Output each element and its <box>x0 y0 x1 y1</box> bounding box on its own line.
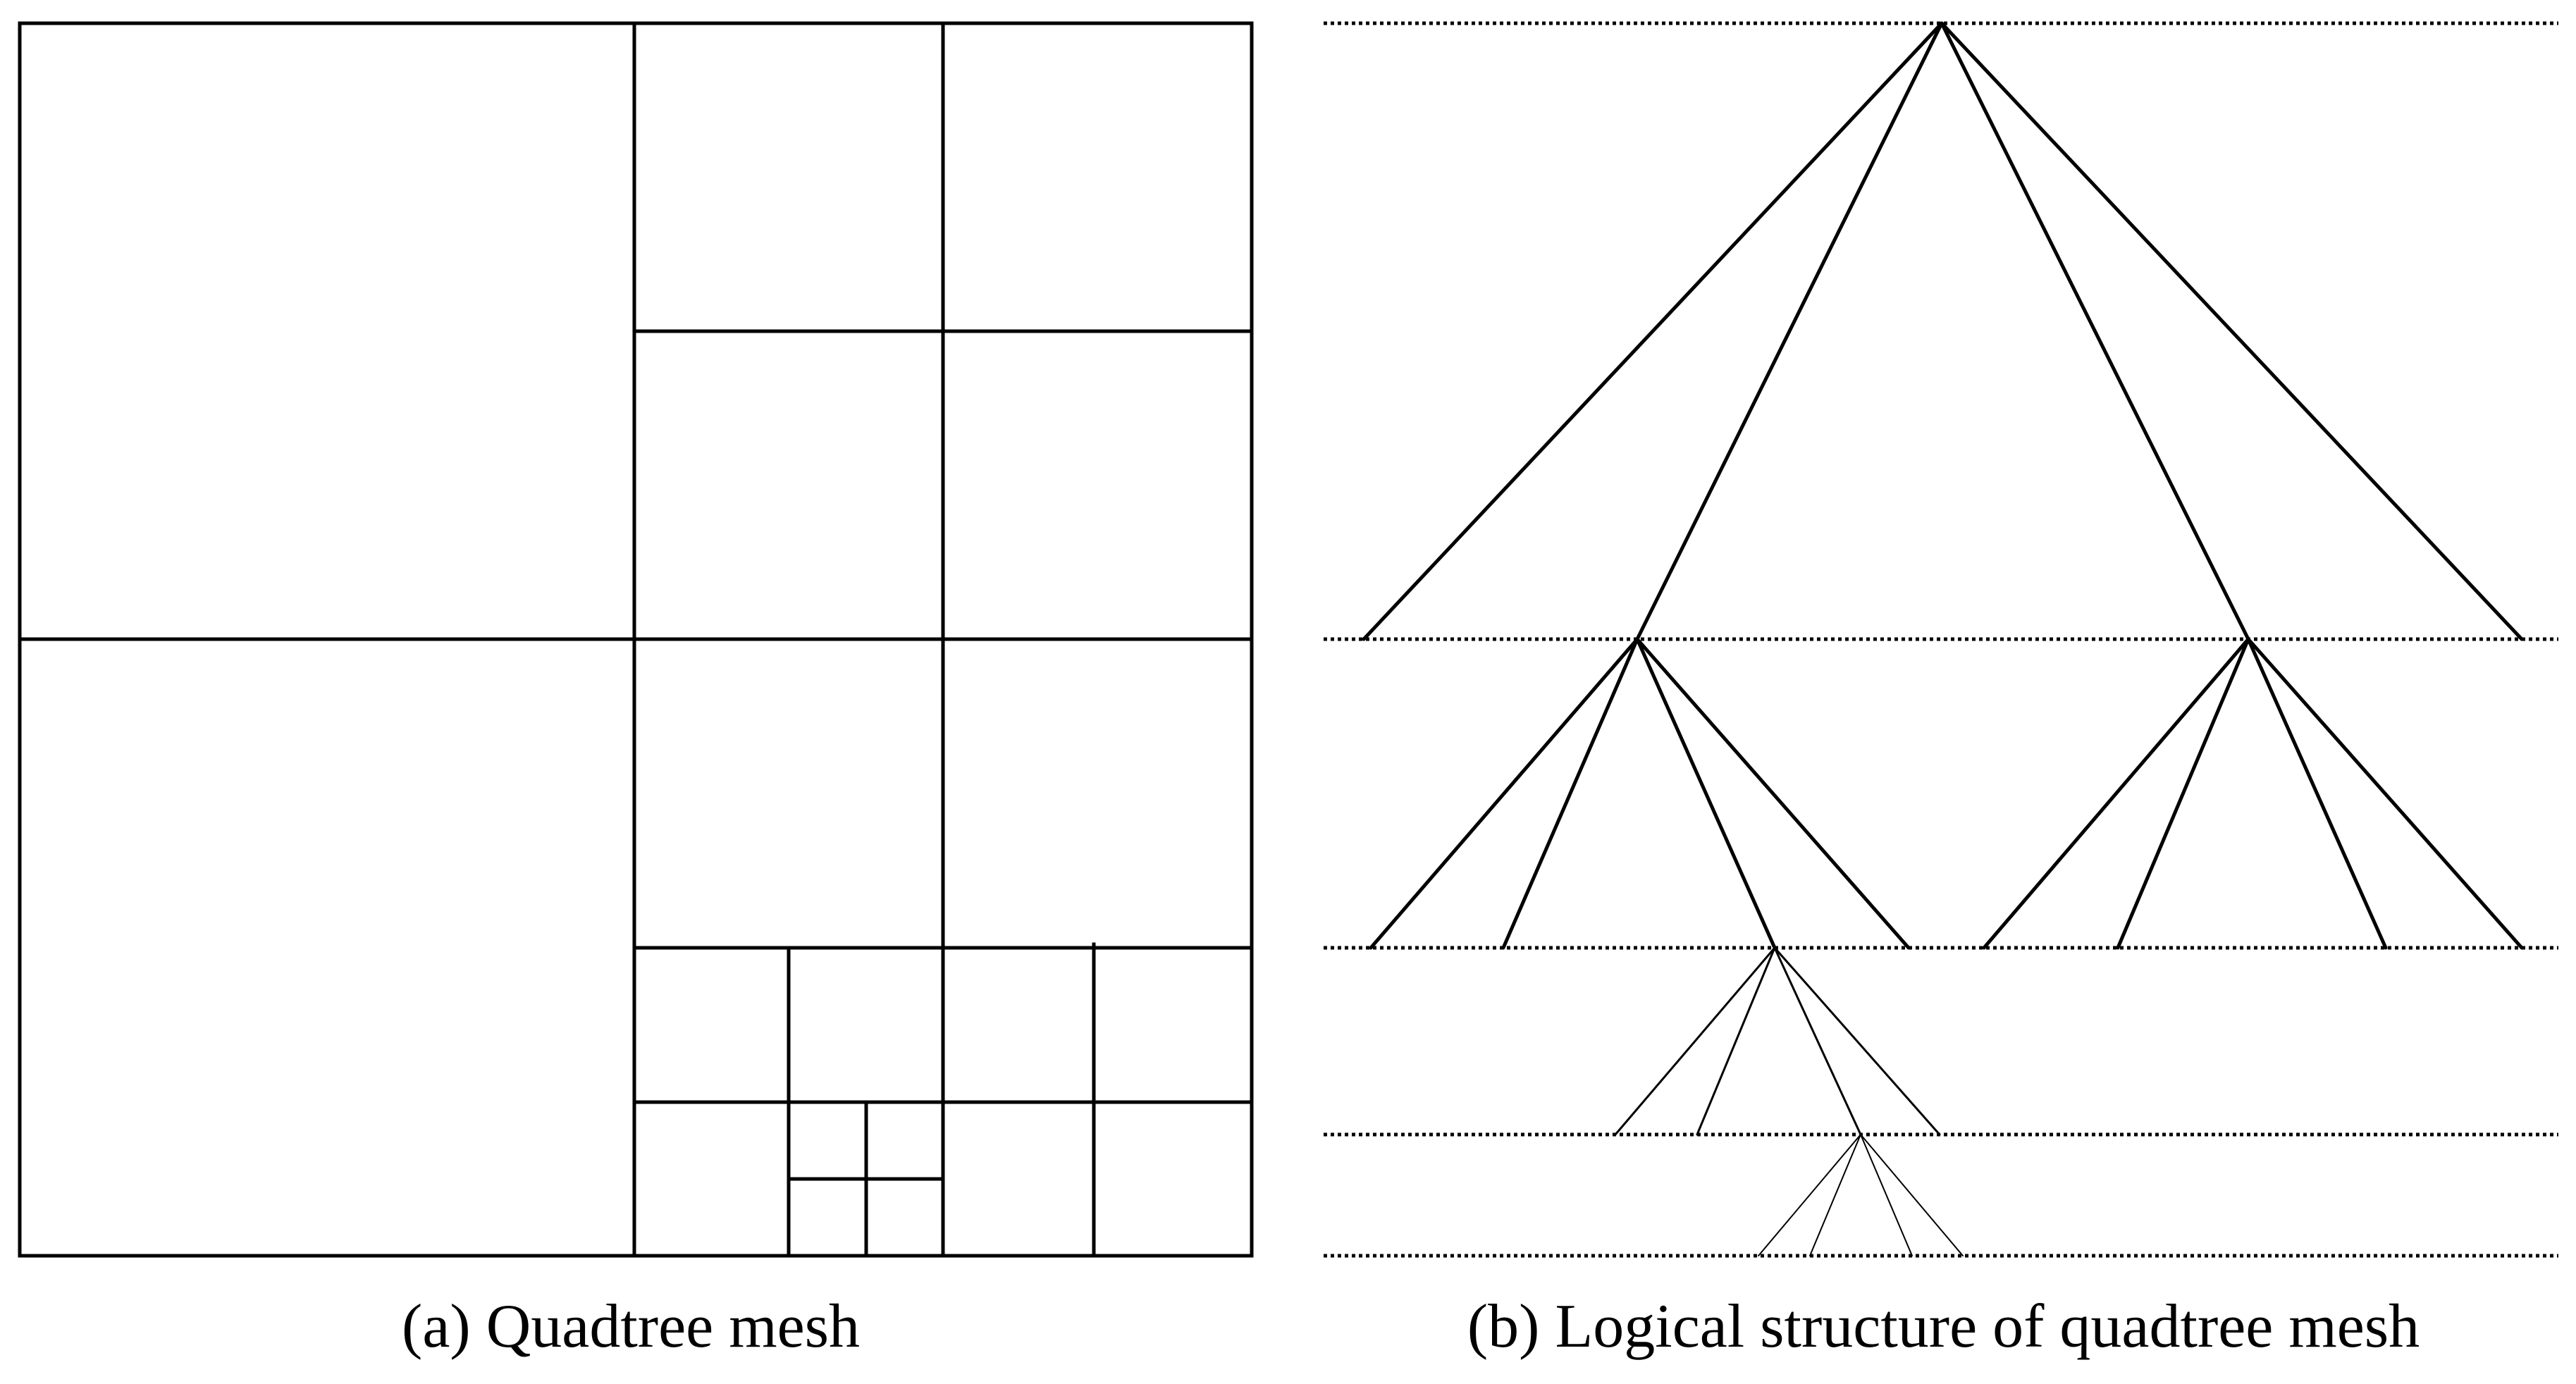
level-guide-lines <box>1324 21 2558 1258</box>
edge-n2c3-child2 <box>1696 946 1776 1136</box>
edge-n3c3-child1 <box>1758 1134 1861 1256</box>
tree-edges-level1 <box>1362 21 2524 641</box>
edge-n2-child4 <box>1635 637 1911 950</box>
edge-n2-child3 <box>1635 637 1777 950</box>
edge-n3c3-child2 <box>1809 1134 1861 1256</box>
quadtree-mesh <box>18 21 1254 1258</box>
edge-root-child1 <box>1362 21 1944 641</box>
edge-n2c3-child1 <box>1614 946 1776 1136</box>
tree-edges-level2 <box>1369 637 2524 950</box>
edge-n3-child1 <box>1982 637 2250 950</box>
edge-n3-child4 <box>2246 637 2524 950</box>
edge-n3c3-child4 <box>1860 1134 1964 1256</box>
edge-n3-child2 <box>2116 637 2250 950</box>
caption-logical-structure: (b) Logical structure of quadtree mesh <box>1467 1292 2420 1361</box>
edge-root-child3 <box>1940 21 2250 641</box>
tree-edges-level3 <box>1614 946 1941 1136</box>
caption-quadtree-mesh: (a) Quadtree mesh <box>402 1292 860 1361</box>
edge-n2c3-child4 <box>1773 946 1941 1136</box>
tree-edges-level4 <box>1758 1134 1964 1256</box>
edge-n3-child3 <box>2246 637 2388 950</box>
edge-n2-child2 <box>1501 637 1639 950</box>
edge-root-child2 <box>1635 21 1944 641</box>
edge-n3c3-child3 <box>1860 1134 1913 1256</box>
edge-n2c3-child3 <box>1773 946 1862 1136</box>
edge-root-child4 <box>1940 21 2524 641</box>
edge-n2-child1 <box>1369 637 1639 950</box>
